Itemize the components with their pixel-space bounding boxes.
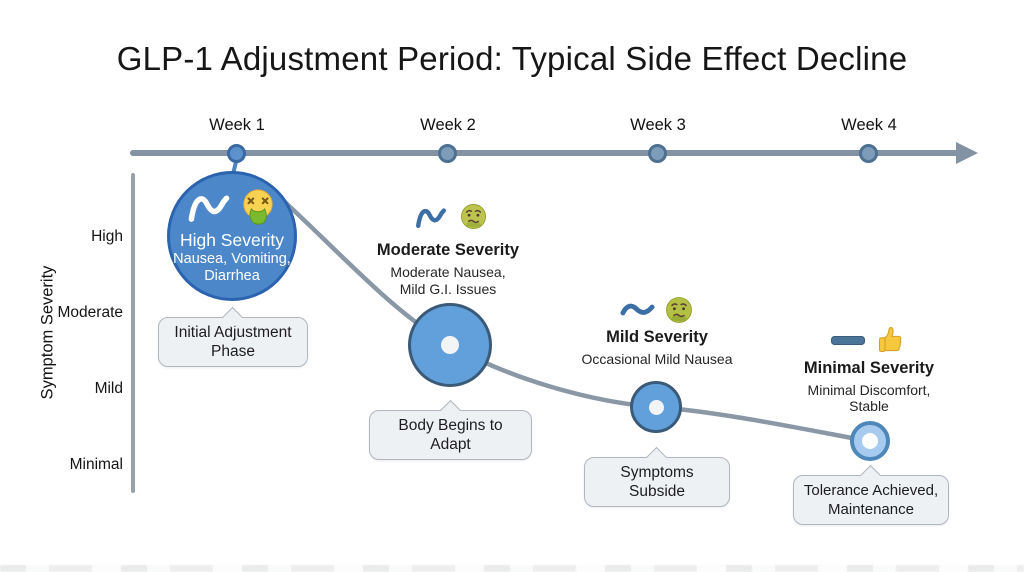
timeline-dot-week-2: [438, 144, 457, 163]
week-2-label: Week 2: [420, 116, 476, 134]
week-2-icon-row: [395, 202, 505, 231]
week-1-symptom-line-1: Nausea, Vomiting,: [173, 251, 291, 267]
sharp-wave-icon: [416, 207, 446, 228]
timeline-dot-week-3: [648, 144, 667, 163]
timeline-arrowhead-icon: [956, 142, 978, 164]
week-4-severity-title: Minimal Severity: [803, 359, 935, 377]
severity-circle-week-1: High Severity Nausea, Vomiting, Diarrhea: [167, 171, 297, 301]
week-4-label: Week 4: [841, 116, 897, 134]
phase-bubble-week-3: Symptoms Subside: [584, 457, 730, 507]
week-4-symptom-line-2: Stable: [849, 398, 889, 414]
vomiting-face-emoji-icon: [243, 189, 273, 225]
week-3-symptom-line-1: Occasional Mild Nausea: [581, 351, 733, 367]
week-3-label: Week 3: [630, 116, 686, 134]
flat-line-icon: [831, 336, 865, 345]
week-4-icon-row: [814, 324, 924, 357]
severity-circle-week-2: [408, 303, 492, 387]
y-tick-high: High: [91, 228, 123, 245]
sharp-wave-icon: [188, 195, 230, 222]
week-2-severity-title: Moderate Severity: [376, 241, 520, 259]
circle-center-dot: [441, 336, 459, 354]
nauseated-face-emoji-icon: [666, 297, 692, 323]
week-2-symptom-line-1: Moderate Nausea,: [390, 264, 506, 280]
week-1-symptom-line-2: Diarrhea: [204, 268, 260, 284]
timeline-dot-week-4: [859, 144, 878, 163]
bottom-artifact-strip: [0, 565, 1024, 572]
tilde-wave-icon: [620, 303, 655, 316]
week-4-symptom-line-1: Minimal Discomfort,: [807, 382, 931, 398]
phase-bubble-week-4: Tolerance Achieved, Maintenance: [793, 475, 949, 525]
y-tick-moderate: Moderate: [57, 304, 123, 321]
page-title: GLP-1 Adjustment Period: Typical Side Ef…: [116, 40, 908, 77]
circle-center-dot: [862, 433, 878, 449]
y-axis-line: [131, 173, 135, 493]
week-3-icon-row: [602, 295, 712, 325]
y-tick-minimal: Minimal: [69, 456, 123, 473]
week-1-icon-row: [187, 187, 277, 227]
phase-bubble-week-2: Body Begins to Adapt: [369, 410, 532, 460]
week-3-severity-title: Mild Severity: [606, 328, 708, 346]
thumbs-up-emoji-icon: [878, 327, 902, 353]
circle-center-dot: [649, 400, 664, 415]
phase-bubble-week-1: Initial Adjustment Phase: [158, 317, 308, 367]
week-2-symptom-line-2: Mild G.I. Issues: [399, 281, 497, 297]
timeline-line: [130, 150, 960, 156]
week-1-label: Week 1: [209, 116, 265, 134]
y-tick-mild: Mild: [94, 380, 123, 397]
week-1-severity-title: High Severity: [179, 230, 285, 250]
timeline-dot-week-1: [227, 144, 246, 163]
nauseated-face-emoji-icon: [461, 204, 486, 229]
severity-circle-week-4: [850, 421, 890, 461]
